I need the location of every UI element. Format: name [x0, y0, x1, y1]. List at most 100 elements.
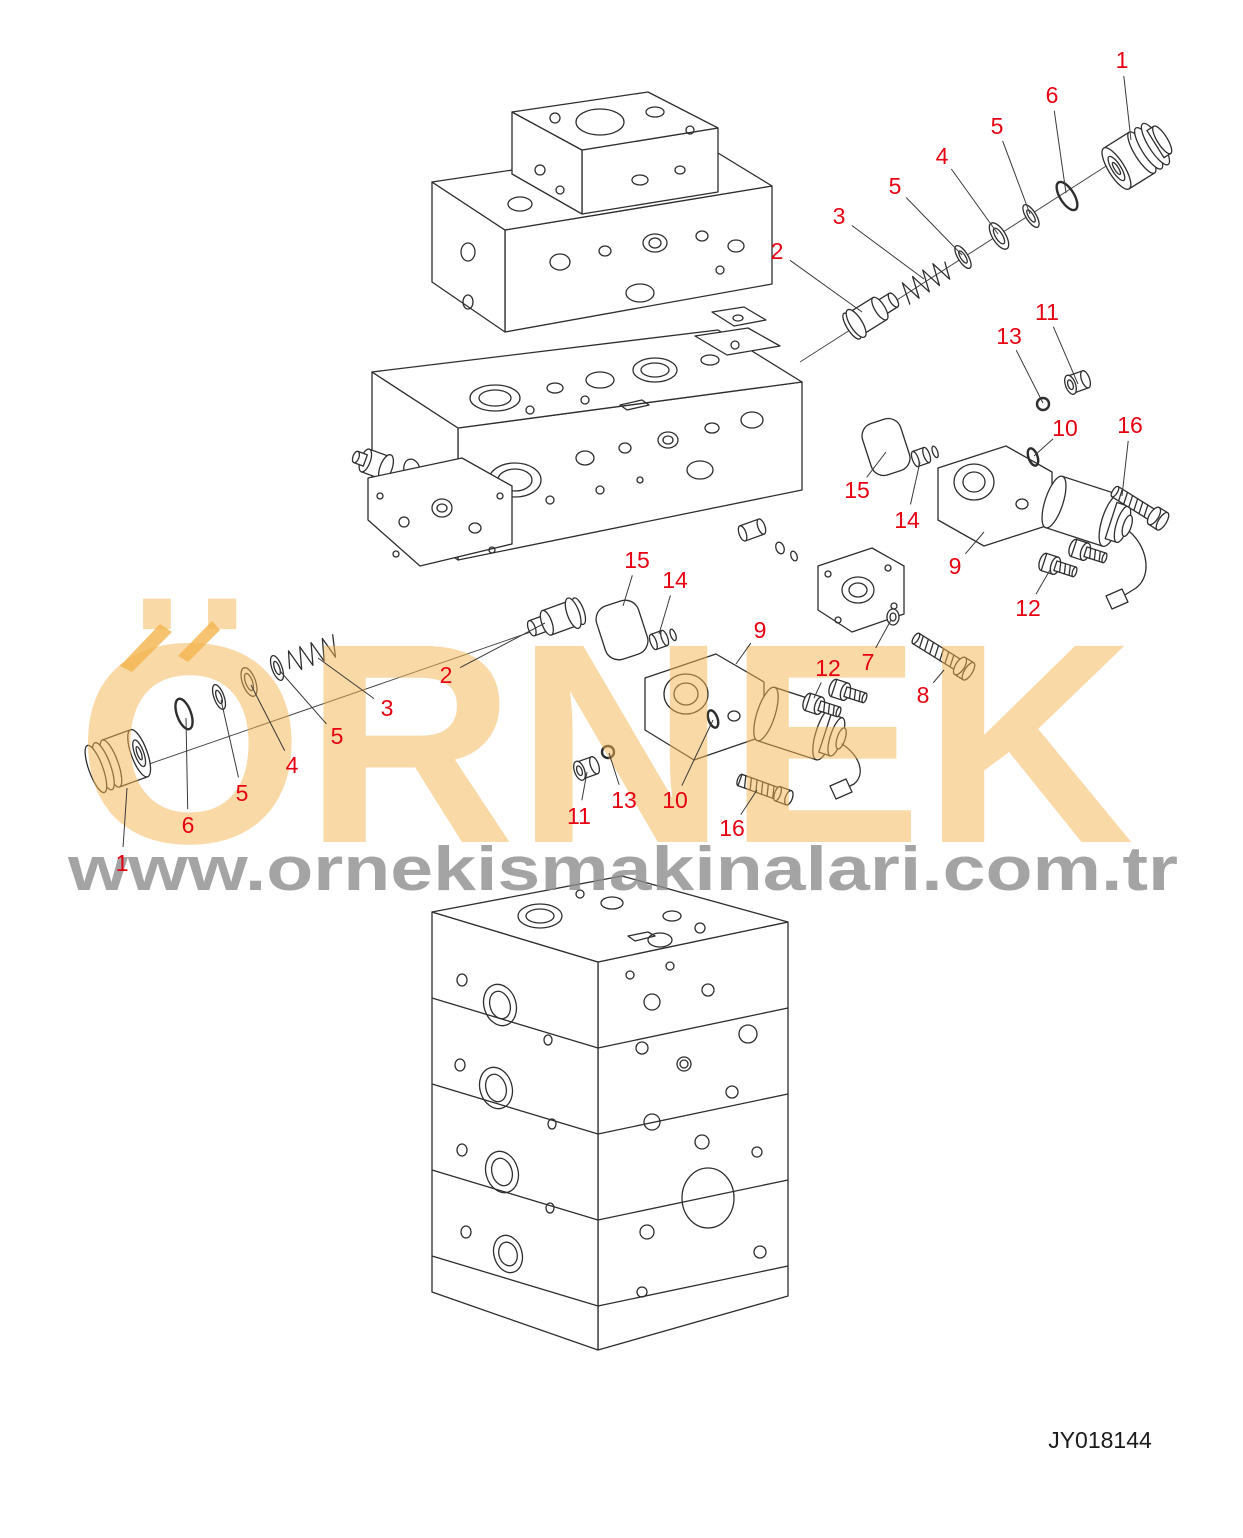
seal-part-14-drawing — [910, 445, 939, 468]
center-solenoid-assembly-drawing — [573, 599, 868, 806]
callout-leader — [279, 670, 327, 725]
callout-number: 16 — [1117, 412, 1143, 438]
plug-part-2-drawing — [842, 292, 900, 340]
callout-leader — [622, 575, 633, 607]
callout-leader — [905, 197, 963, 256]
callout-number: 1 — [116, 850, 129, 876]
callout-leader — [1015, 350, 1044, 404]
lower-valve-stack-drawing — [431, 875, 789, 1351]
spring-part-3-drawing — [901, 261, 951, 305]
callout-number: 16 — [719, 815, 745, 841]
solenoid-wire-drawing — [841, 743, 861, 791]
callout-leader — [910, 461, 921, 505]
washer-part-5-drawing — [269, 655, 285, 681]
fitting-part-1-drawing — [1101, 122, 1173, 190]
cover-block-drawing — [817, 547, 976, 681]
callout-number: 4 — [286, 752, 299, 778]
plug-part-2-drawing — [526, 597, 587, 637]
callout-number: 14 — [894, 507, 920, 533]
bolt-part-16-drawing — [1110, 485, 1170, 531]
callout-leader — [1052, 326, 1079, 385]
callout-leader — [122, 787, 128, 848]
ring-part-4-drawing — [988, 222, 1010, 250]
callout-number: 15 — [624, 547, 650, 573]
callout-leader — [851, 225, 925, 280]
logo-mark — [178, 621, 220, 662]
solenoid-wire-drawing — [1119, 531, 1147, 599]
callout-number: 3 — [833, 203, 846, 229]
callout-number: 11 — [567, 803, 591, 829]
callout-leader — [740, 789, 758, 815]
callout-number: 12 — [1015, 595, 1041, 621]
callout-number: 4 — [936, 143, 949, 169]
bolt-part-12-drawing — [1068, 538, 1108, 564]
wire-connector-drawing — [829, 778, 853, 800]
spool-parts-drawing — [737, 518, 798, 562]
callout-leader — [950, 168, 999, 235]
pilot-block-part-9-drawing — [644, 653, 765, 761]
pilot-block-part-9-drawing — [937, 445, 1053, 547]
watermark-url: www.ornekismakinalari.com.tr — [67, 835, 1178, 904]
callout-number: 2 — [771, 238, 784, 264]
callout-leader — [317, 657, 375, 700]
o-ring-part-6-drawing — [174, 697, 194, 731]
fitting-part-1-drawing — [84, 728, 152, 794]
callout-leader — [220, 699, 239, 778]
callout-leader — [813, 682, 822, 699]
callout-leader — [1035, 569, 1051, 595]
left-chain-axis-line — [125, 625, 549, 773]
gasket-part-15-drawing — [861, 417, 911, 477]
seal-part-14-drawing — [648, 628, 677, 651]
callout-leader — [789, 259, 863, 313]
gasket-part-15-drawing — [595, 599, 649, 661]
o-ring-part-13-drawing — [1035, 396, 1051, 412]
pilot-valve-drawing — [351, 448, 513, 567]
spring-part-3-drawing — [287, 634, 337, 671]
callout-number: 10 — [1052, 415, 1078, 441]
bolt-part-8-drawing — [911, 632, 976, 681]
callout-leader — [1033, 438, 1054, 457]
upper-right-parts-chain-drawing — [842, 122, 1173, 340]
bolt-part-12-drawing — [802, 692, 842, 718]
callout-leader — [1002, 140, 1031, 215]
callout-number: 15 — [844, 477, 870, 503]
callout-number: 11 — [1035, 299, 1059, 325]
callout-leader — [932, 669, 945, 684]
watermark: ÖRNEK www.ornekismakinalari.com.tr — [67, 585, 1178, 904]
callout-leader — [658, 595, 671, 635]
o-ring-part-10-drawing — [1026, 447, 1040, 467]
o-ring-part-10-drawing — [706, 709, 720, 729]
callout-number: 8 — [917, 682, 930, 708]
callout-leader — [681, 719, 714, 786]
callout-leader — [1121, 440, 1129, 497]
bolt-part-12-drawing — [828, 678, 868, 704]
callout-number: 2 — [440, 662, 453, 688]
plug-part-11-drawing — [1064, 370, 1092, 395]
left-parts-chain-drawing — [84, 597, 587, 794]
callout-number: 9 — [754, 617, 767, 643]
callout-number: 5 — [236, 780, 249, 806]
callout-leader — [459, 622, 546, 669]
callout-number: 1 — [1116, 47, 1129, 73]
callout-number: 13 — [611, 787, 637, 813]
callout-leader — [1123, 75, 1132, 141]
callout-number: 3 — [381, 695, 394, 721]
callout-number: 14 — [662, 567, 688, 593]
callout-leader — [965, 531, 985, 555]
callout-number: 6 — [182, 812, 195, 838]
callout-number: 5 — [889, 173, 902, 199]
callout-number: 10 — [662, 787, 688, 813]
logo-mark — [120, 624, 172, 672]
callout-number: 7 — [862, 649, 875, 675]
bolt-part-12-drawing — [1038, 552, 1078, 578]
callout-number: 9 — [949, 553, 962, 579]
callout-leader — [608, 752, 620, 785]
callout-leader — [866, 451, 887, 478]
o-ring-part-13-drawing — [600, 744, 616, 760]
solenoid-part-9-drawing — [1041, 475, 1133, 548]
right-solenoid-assembly-drawing — [861, 370, 1170, 610]
callout-leader — [581, 771, 588, 801]
